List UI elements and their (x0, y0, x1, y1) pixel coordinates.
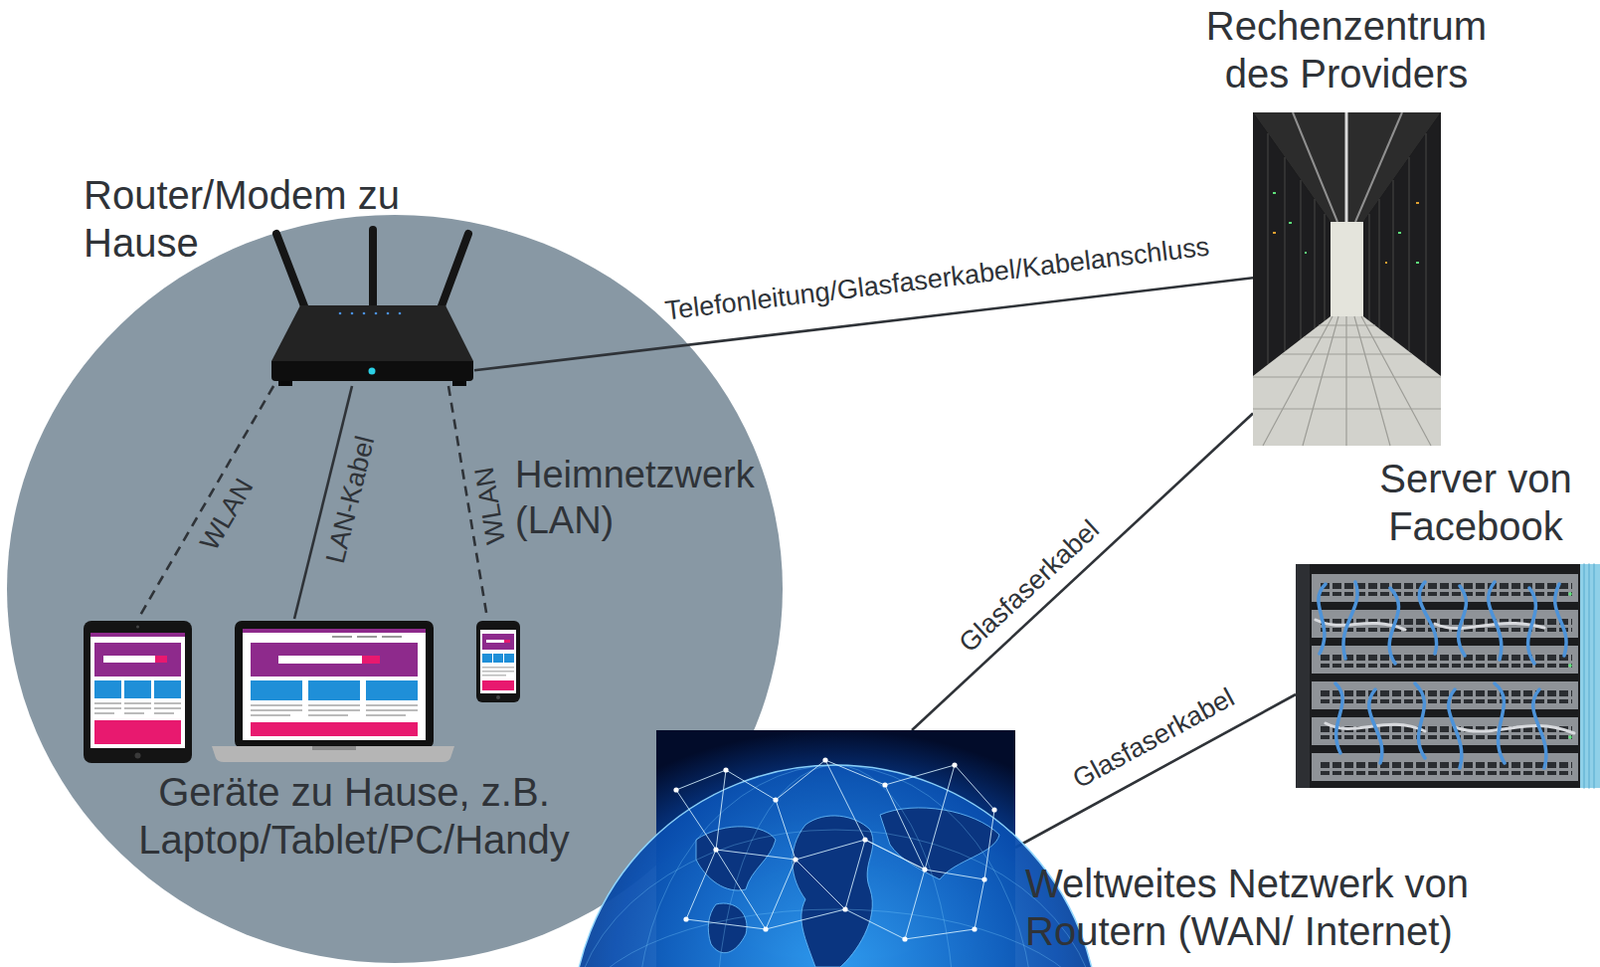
router-picture (270, 229, 475, 386)
phone-picture (476, 620, 521, 703)
laptop-picture (211, 620, 455, 762)
router-body (271, 305, 474, 386)
connector-label: Telefonleitung/Glasfaserkabel/Kabelansch… (663, 230, 1212, 328)
datacenter-picture (1252, 112, 1441, 446)
device-label: Weltweites Netzwerk von Routern (WAN/ In… (1025, 859, 1568, 955)
connector-label: WLAN (192, 472, 260, 556)
tablet-picture (83, 620, 192, 763)
datacenter-node: Rechenzentrum des Providers (1252, 112, 1441, 446)
wireless-link (138, 385, 274, 619)
connector-label: WLAN (468, 464, 514, 546)
cable-link (911, 413, 1253, 731)
datacenter-corridor (1252, 112, 1441, 446)
server-cables (1315, 563, 1600, 788)
server-rack (1295, 563, 1600, 788)
device-label: Geräte zu Hause, z.B. Laptop/Tablet/PC/H… (105, 767, 603, 864)
devices-picture (83, 618, 521, 764)
server-node: Server von Facebook (1295, 563, 1600, 788)
router-node: Router/Modem zu Hause (270, 229, 475, 386)
home-network-region: Heimnetzwerk (LAN)Router/Modem zu HauseG… (6, 214, 783, 963)
connector-label: LAN-Kabel (319, 432, 382, 567)
device-label: Rechenzentrum des Providers (1182, 1, 1511, 98)
cable-link (1015, 694, 1296, 848)
server-picture (1295, 563, 1600, 788)
region-title: Heimnetzwerk (LAN) (515, 452, 814, 543)
router-antennas (276, 229, 469, 312)
globe-picture (656, 729, 1016, 967)
device-label: Server von Facebook (1356, 454, 1596, 550)
connector-label: Glasfaserkabel (952, 513, 1106, 659)
globe-illustration (571, 729, 1099, 967)
internet-node: Weltweites Netzwerk von Routern (WAN/ In… (656, 729, 1016, 967)
device-label: Router/Modem zu Hause (83, 171, 442, 267)
region-ellipse (6, 214, 783, 963)
devices-node: Geräte zu Hause, z.B. Laptop/Tablet/PC/H… (83, 618, 521, 764)
